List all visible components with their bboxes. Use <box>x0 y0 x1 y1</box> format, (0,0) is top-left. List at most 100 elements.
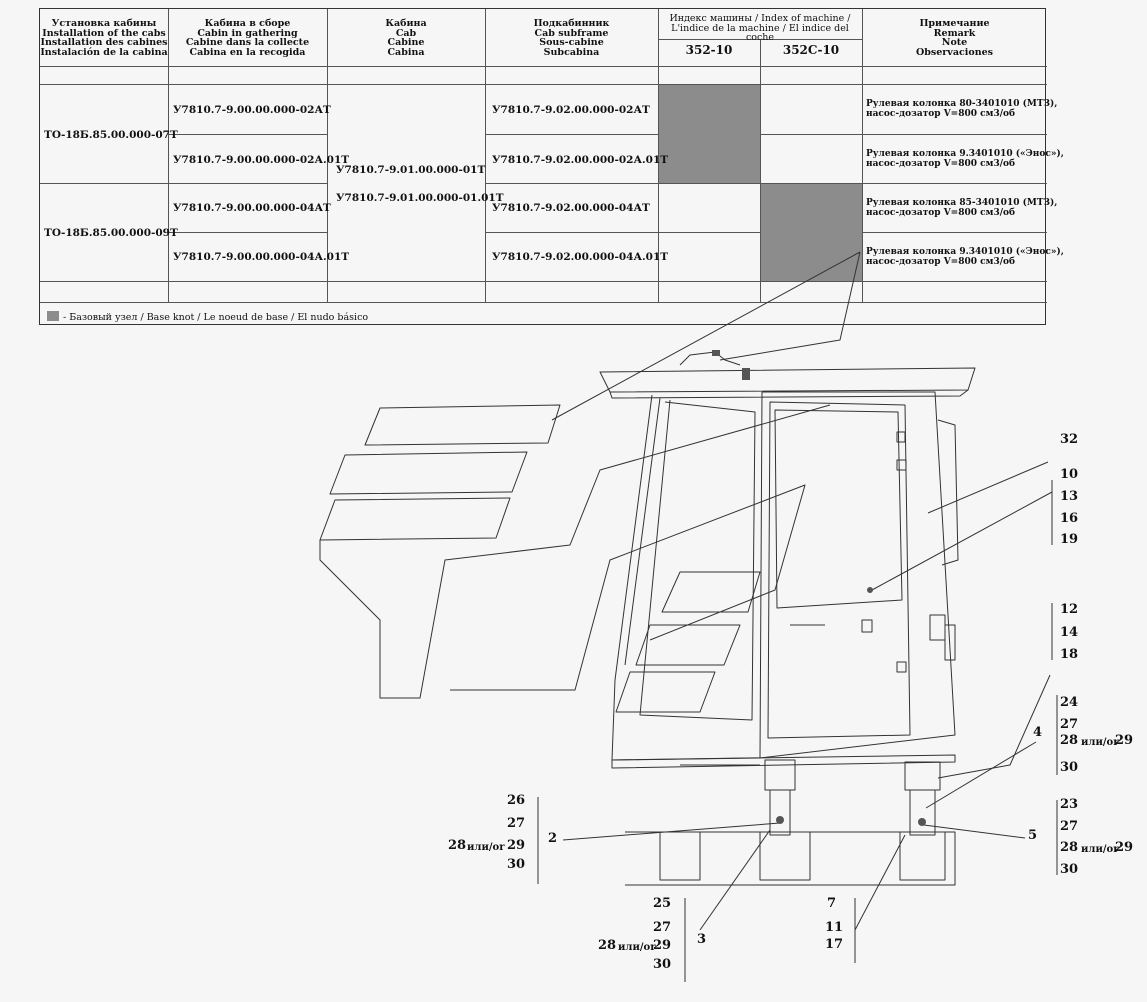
callout-29: 29 <box>1115 840 1134 855</box>
remark: Рулевая колонка 80-3401010 (МТЗ), насос-… <box>866 99 1057 119</box>
subframe-code: У7810.7-9.02.00.000-02А.01Т <box>492 154 669 166</box>
callout-2: 2 <box>548 831 558 846</box>
row-divider <box>658 39 862 40</box>
callout-30: 30 <box>1060 760 1079 775</box>
callout-24: 24 <box>1060 695 1079 710</box>
header-note: Примечание Remark Note Observaciones <box>862 19 1047 57</box>
mount-bolt <box>918 818 926 826</box>
callout-or: или/or <box>1081 737 1119 748</box>
leader-32 <box>927 461 1049 514</box>
callout-29: 29 <box>507 838 526 853</box>
panel <box>615 671 716 713</box>
hinge <box>896 431 907 673</box>
assembly-code: У7810.7-9.00.00.000-04АТ <box>173 202 331 214</box>
callout-27: 27 <box>507 816 526 831</box>
row-divider <box>485 134 1047 135</box>
panel-frame <box>319 404 831 699</box>
cab-code: У7810.7-9.01.00.000-01Т <box>336 164 486 176</box>
row-divider <box>40 66 1047 67</box>
assembly-code: У7810.7-9.00.00.000-02АТ <box>173 104 331 116</box>
leader-5 <box>923 824 1026 839</box>
leader-4 <box>925 741 1037 809</box>
leader-2 <box>562 822 781 841</box>
mount-right <box>904 761 941 836</box>
row-divider <box>485 183 1047 184</box>
row-divider <box>40 84 1047 85</box>
chassis-bracket <box>659 831 946 881</box>
callout-28: 28 <box>1060 840 1079 855</box>
mount-left <box>764 759 796 836</box>
remark-line: Рулевая колонка 9.3401010 («Энос»), <box>866 149 1064 159</box>
col-divider <box>327 9 328 302</box>
row-divider <box>40 281 1047 282</box>
col-divider <box>168 9 169 302</box>
header-cab: Кабина Cab Cabine Cabina <box>327 19 485 57</box>
leader-3 <box>699 829 771 931</box>
callout-29: 29 <box>1115 733 1134 748</box>
cab-code: У7810.7-9.01.00.000-01.01Т <box>336 192 504 204</box>
callout-10: 10 <box>1060 467 1079 482</box>
callout-23: 23 <box>1060 797 1079 812</box>
legend-swatch <box>47 311 59 321</box>
panel <box>319 497 511 541</box>
callout-13: 13 <box>1060 489 1079 504</box>
header-subframe: Подкабинник Cab subframe Sous-cabine Sub… <box>485 19 658 57</box>
panel-frame <box>450 484 806 691</box>
cab-side-body <box>759 391 956 759</box>
callout-30: 30 <box>653 957 672 972</box>
callout-32: 32 <box>1060 432 1079 447</box>
callout-17: 17 <box>825 937 844 952</box>
callout-or: или/or <box>618 942 656 953</box>
chassis-beam <box>625 831 956 886</box>
header-line: Note <box>941 37 968 48</box>
callout-30: 30 <box>1060 862 1079 877</box>
callout-3: 3 <box>697 932 707 947</box>
callout-28: 28 <box>448 838 467 853</box>
panel <box>661 571 761 613</box>
callout-4: 4 <box>1033 725 1043 740</box>
base-cell-352c-10 <box>761 184 862 281</box>
header-line: Observaciones <box>915 46 994 58</box>
col-divider <box>760 39 761 302</box>
callout-25: 25 <box>653 896 672 911</box>
header-line: Установка кабины <box>51 18 157 29</box>
row-divider <box>168 134 327 135</box>
row-divider <box>40 302 1047 303</box>
remark: Рулевая колонка 85-3401010 (МТЗ), насос-… <box>866 198 1057 218</box>
header-line: Подкабинник <box>533 18 610 29</box>
remark: Рулевая колонка 9.3401010 («Энос»), насо… <box>866 149 1064 169</box>
callout-18: 18 <box>1060 647 1079 662</box>
header-line: Subcabina <box>543 46 600 58</box>
header-line: Кабина в сборе <box>204 18 291 29</box>
subframe-code: У7810.7-9.02.00.000-02АТ <box>492 104 650 116</box>
leader-7 <box>854 834 906 931</box>
remark-line: насос-дозатор V=800 см3/об <box>866 257 1015 267</box>
header-line: Remark <box>933 27 976 39</box>
callout-26: 26 <box>507 793 526 808</box>
roof-light <box>742 368 750 380</box>
header-assembly: Кабина в сборе Cabin in gathering Cabine… <box>168 19 327 57</box>
remark-line: насос-дозатор V=800 см3/об <box>866 208 1015 218</box>
header-line: Примечание <box>919 18 990 29</box>
header-line: Instalación de la cabina <box>40 46 168 58</box>
remark-line: насос-дозатор V=800 см3/об <box>866 109 1015 119</box>
panel <box>635 624 741 666</box>
mount-bolt <box>776 816 784 824</box>
assembly-code: У7810.7-9.00.00.000-04А.01Т <box>173 251 350 263</box>
header-line: Cabin in gathering <box>197 27 298 39</box>
panel <box>329 451 528 495</box>
header-model-352-10: 352-10 <box>685 43 733 57</box>
callout-11: 11 <box>825 920 844 935</box>
row-divider <box>40 183 327 184</box>
callout-5: 5 <box>1028 828 1038 843</box>
install-code: ТО-18Б.85.00.000-07Т <box>44 129 178 141</box>
remark-line: насос-дозатор V=800 см3/об <box>866 159 1015 169</box>
cab-floor <box>611 754 956 769</box>
handrail <box>937 419 959 566</box>
remark: Рулевая колонка 9.3401010 («Энос»), насо… <box>866 247 1064 267</box>
header-model-352c-10: 352С-10 <box>782 43 840 57</box>
callout-19: 19 <box>1060 532 1079 547</box>
door-window <box>774 409 903 609</box>
col-divider <box>862 9 863 302</box>
hatch-cap <box>712 350 720 356</box>
